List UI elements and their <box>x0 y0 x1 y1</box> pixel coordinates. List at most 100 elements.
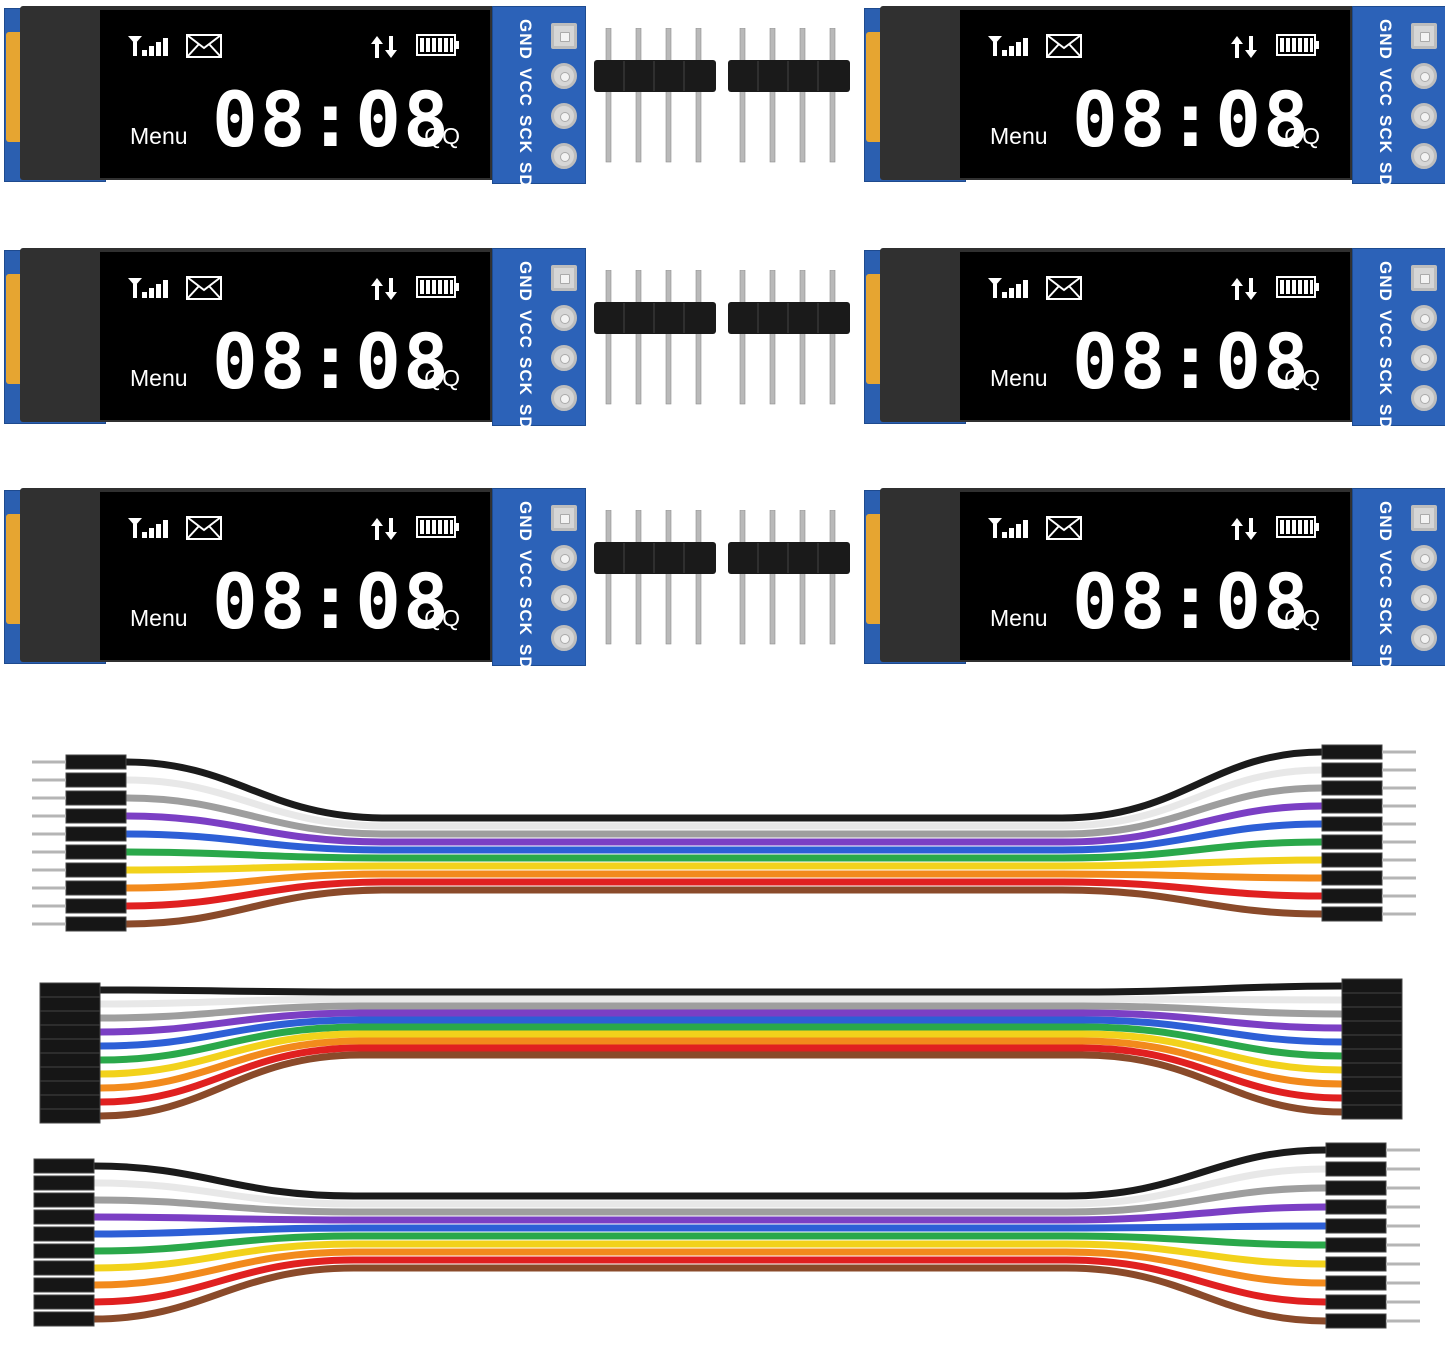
male-pin <box>1386 1243 1420 1247</box>
qq-label: QQ <box>1284 605 1320 631</box>
male-pin <box>1386 1224 1420 1228</box>
pin-labels: GNDVCCSCKSDA <box>1375 19 1395 201</box>
dupont-connector <box>1325 1237 1387 1253</box>
solder-pad <box>551 385 577 411</box>
solder-pad <box>1411 345 1437 371</box>
dupont-connector <box>1341 1006 1403 1022</box>
dupont-connector <box>39 1024 101 1040</box>
wire <box>125 870 1323 892</box>
dupont-connector <box>33 1192 95 1208</box>
qq-label: QQ <box>424 365 460 391</box>
pin-label-vcc: VCC <box>516 549 535 589</box>
wire <box>125 820 1323 854</box>
dupont-connector <box>39 1080 101 1096</box>
male-pin <box>1386 1186 1420 1190</box>
pin-label-sda: SDA <box>1376 161 1395 201</box>
dupont-connector <box>39 1038 101 1054</box>
pin-label-gnd: GND <box>1376 19 1395 60</box>
pin-labels: GNDVCCSCKSDA <box>515 501 535 683</box>
wire <box>99 1037 1343 1092</box>
solder-pad <box>1411 143 1437 169</box>
wire <box>93 1165 1327 1208</box>
pcb-right: GNDVCCSCKSDA <box>1352 248 1445 443</box>
dupont-connector <box>65 754 127 770</box>
solder-pad <box>1411 585 1437 611</box>
pin-label-sda: SDA <box>516 403 535 443</box>
wire <box>99 1002 1343 1022</box>
pin-label-vcc: VCC <box>516 309 535 349</box>
wire <box>125 748 1323 822</box>
dupont-connector <box>65 826 127 842</box>
wire <box>125 886 1323 928</box>
wire <box>99 1030 1343 1078</box>
dupont-connector <box>39 1108 101 1124</box>
pin-label-sck: SCK <box>516 114 535 154</box>
signal-icon <box>988 276 1032 305</box>
clock-time: 08:08 <box>1072 75 1311 164</box>
dupont-connector <box>39 1094 101 1110</box>
dupont-connector <box>33 1175 95 1191</box>
wire <box>125 838 1323 862</box>
male-pin <box>32 796 66 800</box>
dupont-connector <box>33 1294 95 1310</box>
dupont-connector <box>1341 1020 1403 1036</box>
battery-icon <box>416 34 460 61</box>
dupont-connector <box>39 996 101 1012</box>
wire <box>125 856 1323 874</box>
menu-label: Menu <box>990 365 1048 391</box>
pin-header-4pin <box>594 269 724 420</box>
battery-icon <box>1276 34 1320 61</box>
solder-pad <box>551 23 577 49</box>
dupont-connector <box>1341 978 1403 994</box>
jumper-cable-bundle <box>33 1142 1420 1329</box>
pcb-right: GNDVCCSCKSDA <box>492 488 586 683</box>
pin-label-gnd: GND <box>1376 261 1395 302</box>
dupont-connector <box>33 1158 95 1174</box>
dupont-connector <box>39 1010 101 1026</box>
pin-labels: GNDVCCSCKSDA <box>515 19 535 201</box>
wire <box>99 1051 1343 1120</box>
pin-label-vcc: VCC <box>516 67 535 107</box>
pin-header-4pin <box>728 27 858 178</box>
solder-pad <box>1411 385 1437 411</box>
pin-label-sck: SCK <box>1376 596 1395 636</box>
dupont-connector <box>1341 1104 1403 1120</box>
wire <box>125 878 1323 910</box>
up-down-arrows-icon <box>370 34 398 65</box>
mail-icon <box>1046 276 1082 305</box>
pin-label-gnd: GND <box>516 19 535 60</box>
solder-pad <box>551 305 577 331</box>
menu-label: Menu <box>130 605 188 631</box>
clock-time: 08:08 <box>212 75 451 164</box>
qq-label: QQ <box>424 605 460 631</box>
pin-label-vcc: VCC <box>1376 309 1395 349</box>
solder-pad <box>551 103 577 129</box>
up-down-arrows-icon <box>370 516 398 547</box>
menu-label: Menu <box>130 365 188 391</box>
male-pin <box>1386 1281 1420 1285</box>
dupont-connector <box>33 1226 95 1242</box>
wire <box>93 1203 1327 1224</box>
dupont-connector <box>65 916 127 932</box>
pin-labels: GNDVCCSCKSDA <box>515 261 535 443</box>
male-pin <box>1382 786 1416 790</box>
male-pin <box>1386 1300 1420 1304</box>
wire <box>93 1240 1327 1272</box>
up-down-arrows-icon <box>1230 34 1258 65</box>
wire <box>93 1248 1327 1289</box>
pcb-right: GNDVCCSCKSDA <box>1352 6 1445 201</box>
pin-label-gnd: GND <box>1376 501 1395 542</box>
pin-header-4pin <box>594 27 724 178</box>
pin-label-sda: SDA <box>1376 643 1395 683</box>
dupont-connector <box>33 1243 95 1259</box>
signal-icon <box>128 34 172 63</box>
pin-header-4pin <box>594 509 724 660</box>
dupont-connector <box>1321 816 1383 832</box>
jumper-cable-bundle <box>39 978 1403 1124</box>
male-pin <box>32 832 66 836</box>
